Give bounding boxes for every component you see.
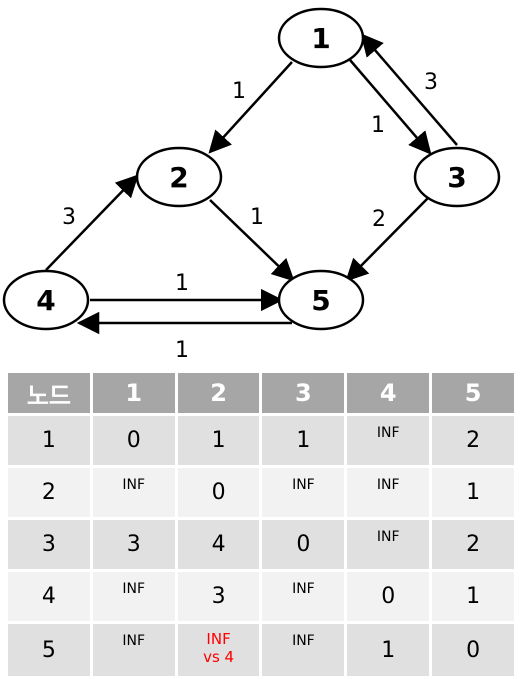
table-cell: INF bbox=[262, 468, 345, 517]
table-cell: 0 bbox=[347, 572, 430, 621]
edge-1-2-weight: 1 bbox=[232, 79, 246, 104]
table-cell: INF bbox=[92, 572, 175, 621]
table-cell: INF bbox=[347, 520, 430, 569]
header-cell: 5 bbox=[432, 373, 514, 413]
table-header-row: 노드 1 2 3 4 5 bbox=[8, 373, 514, 413]
highlighted-note: vs 4 bbox=[203, 648, 235, 666]
edge-5-4-weight: 1 bbox=[175, 338, 189, 363]
table-cell: 4 bbox=[8, 572, 90, 621]
table-cell: INF bbox=[92, 468, 175, 517]
graph-diagram: 1 2 3 4 5 1 1 3 1 2 3 1 1 bbox=[2, 7, 501, 363]
table-cell: 2 bbox=[8, 468, 90, 517]
edge-3-1 bbox=[360, 33, 458, 146]
header-cell: 2 bbox=[177, 373, 260, 413]
node-4-circle bbox=[2, 269, 90, 331]
table-cell: 4 bbox=[177, 520, 260, 569]
table-cell: 0 bbox=[92, 416, 175, 465]
table-cell: INF bbox=[92, 624, 175, 676]
highlighted-cell: INF vs 4 bbox=[177, 624, 260, 676]
node-1-label: 1 bbox=[311, 22, 330, 55]
node-3-circle bbox=[413, 146, 501, 208]
edge-2-5 bbox=[209, 199, 295, 282]
table-cell: 3 bbox=[92, 520, 175, 569]
table-row: 3 3 4 0 INF 2 bbox=[8, 520, 514, 569]
edge-1-2 bbox=[208, 61, 293, 154]
edge-3-1-weight: 3 bbox=[424, 70, 438, 95]
edge-4-2-weight: 3 bbox=[62, 205, 76, 230]
edge-1-3 bbox=[349, 59, 432, 155]
node-2-circle bbox=[135, 146, 223, 208]
header-cell: 3 bbox=[262, 373, 345, 413]
table-row: 1 0 1 1 INF 2 bbox=[8, 416, 514, 465]
node-1-circle bbox=[277, 7, 365, 69]
edge-4-5-weight: 1 bbox=[175, 271, 189, 296]
table-cell: INF bbox=[347, 468, 430, 517]
node-2-label: 2 bbox=[169, 161, 188, 194]
edge-1-3-weight: 1 bbox=[371, 113, 385, 138]
header-cell-node: 노드 bbox=[8, 373, 90, 413]
table-cell: 5 bbox=[8, 624, 90, 676]
edge-4-2 bbox=[45, 174, 139, 271]
table-cell: INF bbox=[262, 624, 345, 676]
table-cell: INF bbox=[262, 572, 345, 621]
table-cell: 1 bbox=[347, 624, 430, 676]
table-cell: 1 bbox=[432, 572, 514, 621]
header-cell: 1 bbox=[92, 373, 175, 413]
table-cell: 1 bbox=[432, 468, 514, 517]
table-cell: 1 bbox=[262, 416, 345, 465]
node-4-label: 4 bbox=[36, 284, 55, 317]
table-cell: 0 bbox=[262, 520, 345, 569]
table-row: 5 INF INF vs 4 INF 1 0 bbox=[8, 624, 514, 676]
edge-3-5 bbox=[345, 197, 429, 282]
node-3-label: 3 bbox=[447, 161, 466, 194]
table-cell: INF bbox=[347, 416, 430, 465]
edge-2-5-weight: 1 bbox=[250, 205, 264, 230]
table-cell: 3 bbox=[8, 520, 90, 569]
node-5-circle bbox=[277, 269, 365, 331]
table-cell: 1 bbox=[8, 416, 90, 465]
header-cell: 4 bbox=[347, 373, 430, 413]
table-row: 2 INF 0 INF INF 1 bbox=[8, 468, 514, 517]
table-row: 4 INF 3 INF 0 1 bbox=[8, 572, 514, 621]
distance-table: 노드 1 2 3 4 5 1 0 1 1 INF 2 2 INF 0 INF I… bbox=[5, 370, 517, 679]
table-cell: 0 bbox=[177, 468, 260, 517]
table-cell: 3 bbox=[177, 572, 260, 621]
table-cell: 0 bbox=[432, 624, 514, 676]
node-5-label: 5 bbox=[311, 284, 330, 317]
highlighted-value: INF bbox=[206, 630, 231, 648]
edge-3-5-weight: 2 bbox=[372, 207, 386, 232]
table-cell: 2 bbox=[432, 520, 514, 569]
table-cell: 2 bbox=[432, 416, 514, 465]
table-cell: 1 bbox=[177, 416, 260, 465]
